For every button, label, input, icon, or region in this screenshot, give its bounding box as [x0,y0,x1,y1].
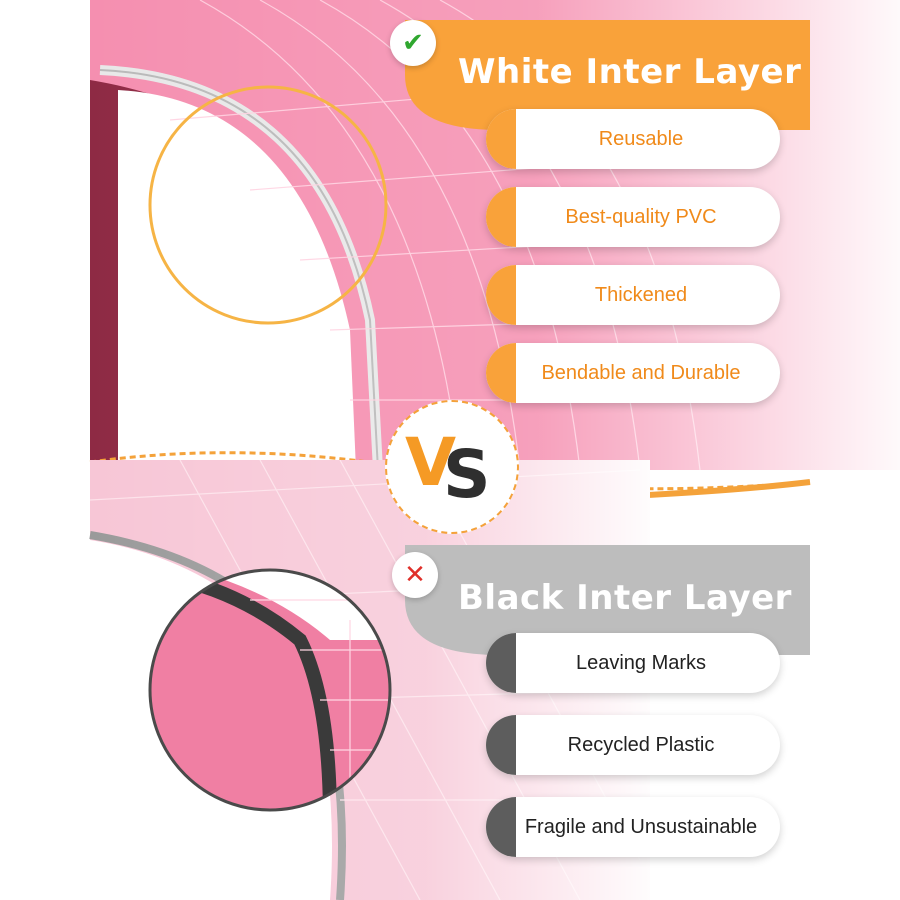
feature-pill-bad: Leaving Marks [486,633,780,693]
feature-label: Leaving Marks [575,652,707,674]
cross-icon: ✕ [392,552,438,598]
feature-label: Thickened [594,284,688,306]
feature-label: Best-quality PVC [565,206,717,228]
feature-pill-good: Best-quality PVC [486,187,780,247]
feature-label: Reusable [598,128,684,150]
feature-pill-good: Thickened [486,265,780,325]
feature-pill-bad: Recycled Plastic [486,715,780,775]
zoom-circle-top [148,85,388,325]
feature-pill-good: Bendable and Durable [486,343,780,403]
versus-v: V [405,424,457,501]
feature-pill-bad: Fragile and Unsustainable [486,797,780,857]
feature-label: Recycled Plastic [567,734,715,756]
versus-s: S [443,436,491,513]
feature-label: Bendable and Durable [541,362,741,384]
versus-badge: V S [385,400,519,534]
black-layer-banner [405,545,810,655]
white-layer-title: White Inter Layer [458,52,802,92]
feature-label: Fragile and Unsustainable [524,816,758,838]
black-layer-title: Black Inter Layer [458,578,792,618]
zoom-circle-bottom [148,568,392,812]
check-icon: ✔ [390,20,436,66]
white-layer-banner [405,20,810,130]
feature-pill-good: Reusable [486,109,780,169]
